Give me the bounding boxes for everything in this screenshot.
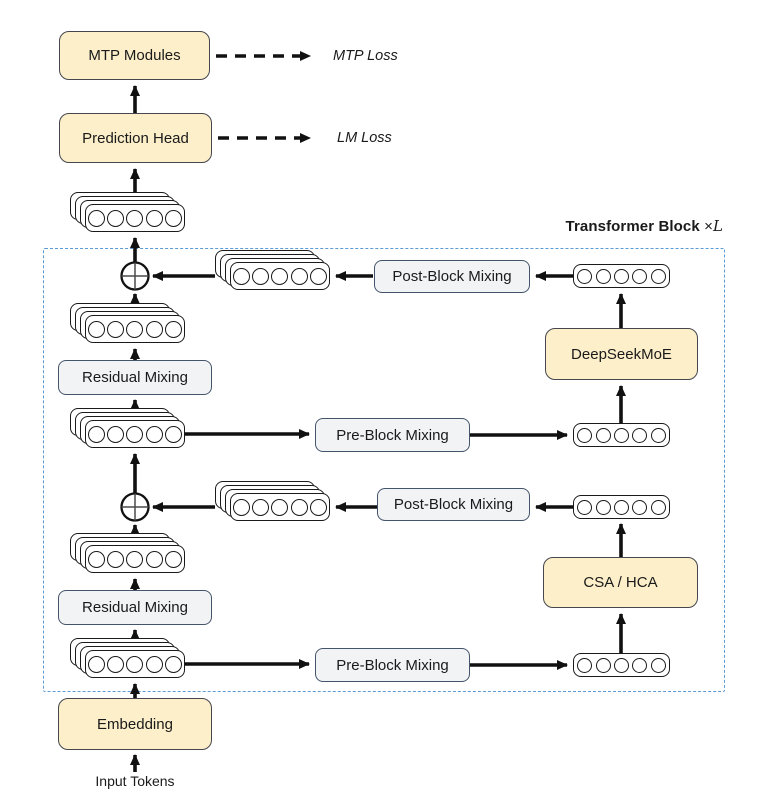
token-circle (88, 320, 106, 338)
prediction-head-box: Prediction Head (59, 113, 212, 163)
transformer-block-mult-var: L (712, 217, 723, 235)
token-circle (145, 550, 163, 568)
token-stack-front-card (85, 204, 185, 232)
mtp-modules-box: MTP Modules (59, 31, 210, 80)
token-circle (145, 209, 163, 227)
token-stack-output (70, 192, 185, 232)
token-circle (126, 209, 144, 227)
pre-block-mixing-upper-box: Pre-Block Mixing (315, 418, 470, 452)
token-circle (107, 320, 125, 338)
token-circle (290, 498, 308, 516)
token-circle (595, 268, 611, 284)
residual-mixing-upper-box: Residual Mixing (58, 360, 212, 395)
token-circle (164, 425, 182, 443)
post-block-mixing-upper-box: Post-Block Mixing (374, 260, 530, 293)
token-circle (595, 657, 611, 673)
post-block-mixing-lower-box: Post-Block Mixing (377, 488, 530, 521)
token-circle (650, 499, 666, 515)
token-circle (577, 499, 593, 515)
transformer-block-mult: × (699, 218, 713, 235)
token-circle (252, 498, 270, 516)
token-row-moe-input (573, 423, 670, 447)
token-circle (164, 550, 182, 568)
token-stack-above-resmix-upper (70, 303, 185, 343)
token-circle (613, 268, 629, 284)
token-circle (164, 320, 182, 338)
token-circle (252, 267, 270, 285)
input-tokens-label: Input Tokens (95, 773, 175, 789)
token-circle (88, 655, 106, 673)
token-circle (107, 655, 125, 673)
residual-sum-nodes (120, 261, 150, 522)
token-row-csa-output (573, 495, 670, 519)
token-circle (613, 499, 629, 515)
token-circle (632, 657, 648, 673)
token-circle (233, 267, 251, 285)
transformer-block-label: Transformer Block ×L (498, 217, 723, 237)
token-circle (650, 427, 666, 443)
token-stack-front-card (85, 315, 185, 343)
token-circle (595, 427, 611, 443)
token-circle (164, 655, 182, 673)
token-stack-front-card (85, 545, 185, 573)
token-circle (577, 268, 593, 284)
token-circle (164, 209, 182, 227)
token-circle (632, 268, 648, 284)
token-circle (145, 655, 163, 673)
token-circle (577, 427, 593, 443)
token-circle (126, 320, 144, 338)
pre-block-mixing-lower-box: Pre-Block Mixing (315, 648, 470, 682)
token-circle (107, 425, 125, 443)
token-circle (145, 320, 163, 338)
token-circle (88, 209, 106, 227)
lm-loss-label: LM Loss (337, 130, 392, 146)
token-row-csa-input (573, 653, 670, 677)
csa-hca-box: CSA / HCA (543, 557, 698, 608)
token-circle (650, 268, 666, 284)
token-stack-front-card (85, 420, 185, 448)
mtp-loss-label: MTP Loss (333, 48, 398, 64)
token-circle (613, 657, 629, 673)
token-stack-front-card (85, 650, 185, 678)
token-stack-embedded (70, 638, 185, 678)
token-circle (145, 425, 163, 443)
token-circle (650, 657, 666, 673)
token-stack-postmix-lower (215, 481, 330, 521)
token-stack-front-card (230, 493, 330, 521)
sum-plus-cross-icon (121, 262, 149, 290)
token-stack-postmix-upper (215, 250, 330, 290)
token-circle (309, 498, 327, 516)
embedding-box: Embedding (58, 698, 212, 750)
token-circle (126, 425, 144, 443)
token-circle (632, 499, 648, 515)
token-stack-above-resmix-lower (70, 533, 185, 573)
token-circle (271, 498, 289, 516)
transformer-block-frame (43, 248, 725, 692)
token-circle (88, 425, 106, 443)
token-row-moe-output (573, 264, 670, 288)
token-circle (577, 657, 593, 673)
token-circle (88, 550, 106, 568)
token-circle (309, 267, 327, 285)
token-circle (595, 499, 611, 515)
token-stack-mid-residual (70, 408, 185, 448)
token-circle (126, 550, 144, 568)
deepseekmoe-box: DeepSeekMoE (545, 328, 698, 380)
token-circle (632, 427, 648, 443)
token-circle (126, 655, 144, 673)
sum-plus-cross-icon (121, 493, 149, 521)
token-circle (271, 267, 289, 285)
token-circle (233, 498, 251, 516)
token-circle (107, 209, 125, 227)
transformer-block-label-text: Transformer Block (565, 218, 700, 235)
token-circle (290, 267, 308, 285)
token-circle (107, 550, 125, 568)
token-circle (613, 427, 629, 443)
token-stack-front-card (230, 262, 330, 290)
residual-mixing-lower-box: Residual Mixing (58, 590, 212, 625)
